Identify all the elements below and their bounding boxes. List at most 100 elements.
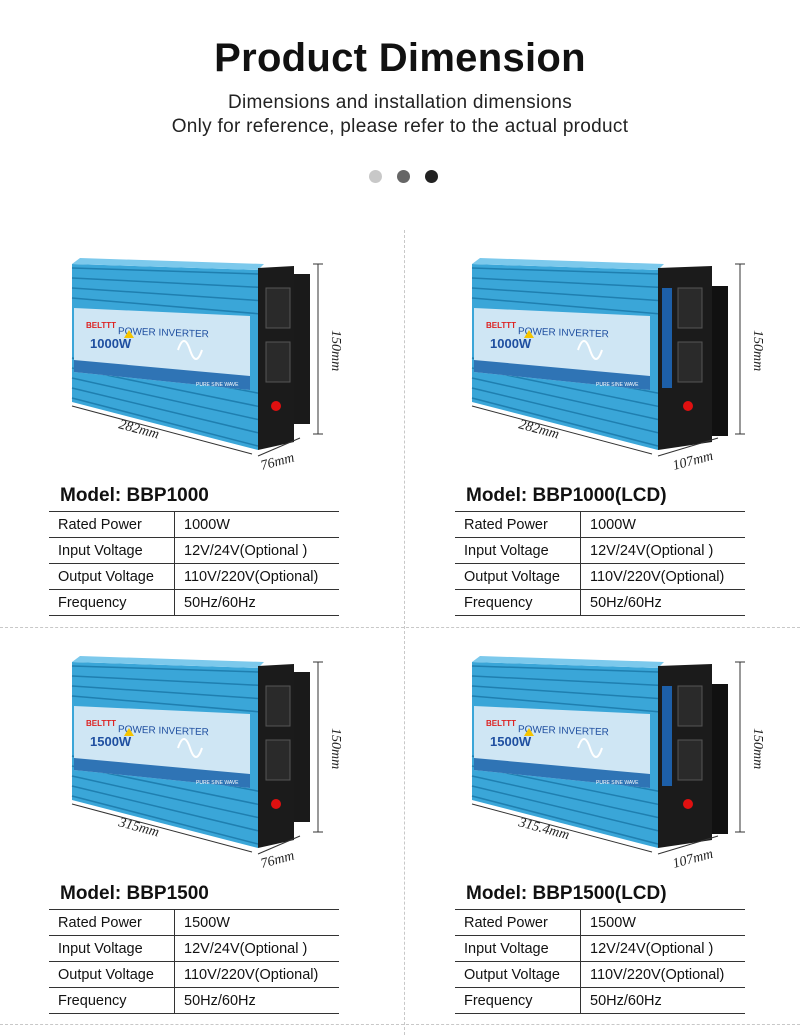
model-heading: Model: BBP1000(LCD) xyxy=(466,485,667,506)
product-name-label: POWER INVERTER xyxy=(118,326,209,340)
pagination-dot-2[interactable] xyxy=(397,170,410,183)
spec-value: 1000W xyxy=(580,511,745,538)
mounting-bracket xyxy=(712,286,728,436)
product-name-label: POWER INVERTER xyxy=(118,724,209,738)
wave-type-label: PURE SINE WAVE xyxy=(196,382,239,388)
warning-icon xyxy=(124,330,134,338)
heat-fin xyxy=(471,695,659,713)
wave-type-label: PURE SINE WAVE xyxy=(196,780,239,786)
heat-fin xyxy=(71,675,259,686)
warning-icon xyxy=(124,728,134,736)
heat-fin xyxy=(471,685,659,700)
power-switch xyxy=(271,799,281,809)
spec-value: 50Hz/60Hz xyxy=(580,987,745,1014)
spec-value: 110V/220V(Optional) xyxy=(174,961,339,988)
inverter-top xyxy=(472,258,664,270)
mounting-bracket xyxy=(294,672,310,822)
height-label: 150mm xyxy=(328,728,343,769)
product-name-label: POWER INVERTER xyxy=(518,724,609,738)
pagination-dots xyxy=(369,170,438,183)
spec-label: Output Voltage xyxy=(455,961,581,988)
brand-logo: BELTTT xyxy=(486,321,516,330)
pagination-dot-3[interactable] xyxy=(425,170,438,183)
lcd-display xyxy=(662,686,672,786)
spec-value: 12V/24V(Optional ) xyxy=(174,537,339,564)
spec-value: 110V/220V(Optional) xyxy=(580,961,745,988)
inverter-top xyxy=(72,258,264,270)
warning-icon xyxy=(524,330,534,338)
depth-label: 76mm xyxy=(259,451,296,474)
label-stripe xyxy=(74,360,250,390)
heat-fin xyxy=(71,297,259,315)
height-label: 150mm xyxy=(328,330,343,371)
heat-fin xyxy=(471,377,659,421)
wave-type-label: PURE SINE WAVE xyxy=(596,780,639,786)
heat-fin xyxy=(71,685,259,700)
bottom-divider xyxy=(0,1024,800,1025)
spec-label: Rated Power xyxy=(455,909,581,936)
spec-value: 110V/220V(Optional) xyxy=(580,563,745,590)
heat-fin xyxy=(71,795,259,845)
spec-value: 50Hz/60Hz xyxy=(174,589,339,616)
spec-value: 12V/24V(Optional ) xyxy=(580,537,745,564)
depth-label: 107mm xyxy=(671,847,715,872)
sine-wave-icon xyxy=(577,738,603,758)
ac-socket xyxy=(265,341,291,383)
spec-label: Input Voltage xyxy=(49,537,175,564)
spec-value: 110V/220V(Optional) xyxy=(174,563,339,590)
spec-value: 1500W xyxy=(580,909,745,936)
length-dimension-line xyxy=(471,803,653,853)
heat-fin xyxy=(71,377,259,421)
mounting-bracket xyxy=(294,274,310,424)
brand-logo: BELTTT xyxy=(86,321,116,330)
heat-fin xyxy=(71,695,259,713)
ac-socket xyxy=(677,739,703,781)
height-label: 150mm xyxy=(750,330,765,371)
spec-label: Frequency xyxy=(49,589,175,616)
depth-dimension-line xyxy=(257,437,301,457)
ac-socket xyxy=(677,341,703,383)
spec-value: 12V/24V(Optional ) xyxy=(174,935,339,962)
heat-fin xyxy=(71,267,259,275)
heat-fin xyxy=(471,795,659,845)
model-heading: Model: BBP1000 xyxy=(60,485,209,506)
length-dimension-line xyxy=(71,803,253,853)
heat-fin xyxy=(471,287,659,302)
model-heading: Model: BBP1500 xyxy=(60,883,209,904)
power-switch xyxy=(271,401,281,411)
spec-label: Rated Power xyxy=(49,511,175,538)
pagination-dot-1[interactable] xyxy=(369,170,382,183)
model-heading: Model: BBP1500(LCD) xyxy=(466,883,667,904)
warning-icon xyxy=(524,728,534,736)
spec-label: Input Voltage xyxy=(455,935,581,962)
heat-fin xyxy=(71,387,259,434)
brand-logo: BELTTT xyxy=(486,719,516,728)
ac-socket xyxy=(677,287,703,329)
heat-fin xyxy=(71,397,259,447)
spec-label: Output Voltage xyxy=(455,563,581,590)
heat-fin xyxy=(471,277,659,288)
heat-fin xyxy=(71,775,259,819)
spec-label: Input Voltage xyxy=(49,935,175,962)
sine-wave-icon xyxy=(577,340,603,360)
wattage-label: 1000W xyxy=(490,336,532,351)
